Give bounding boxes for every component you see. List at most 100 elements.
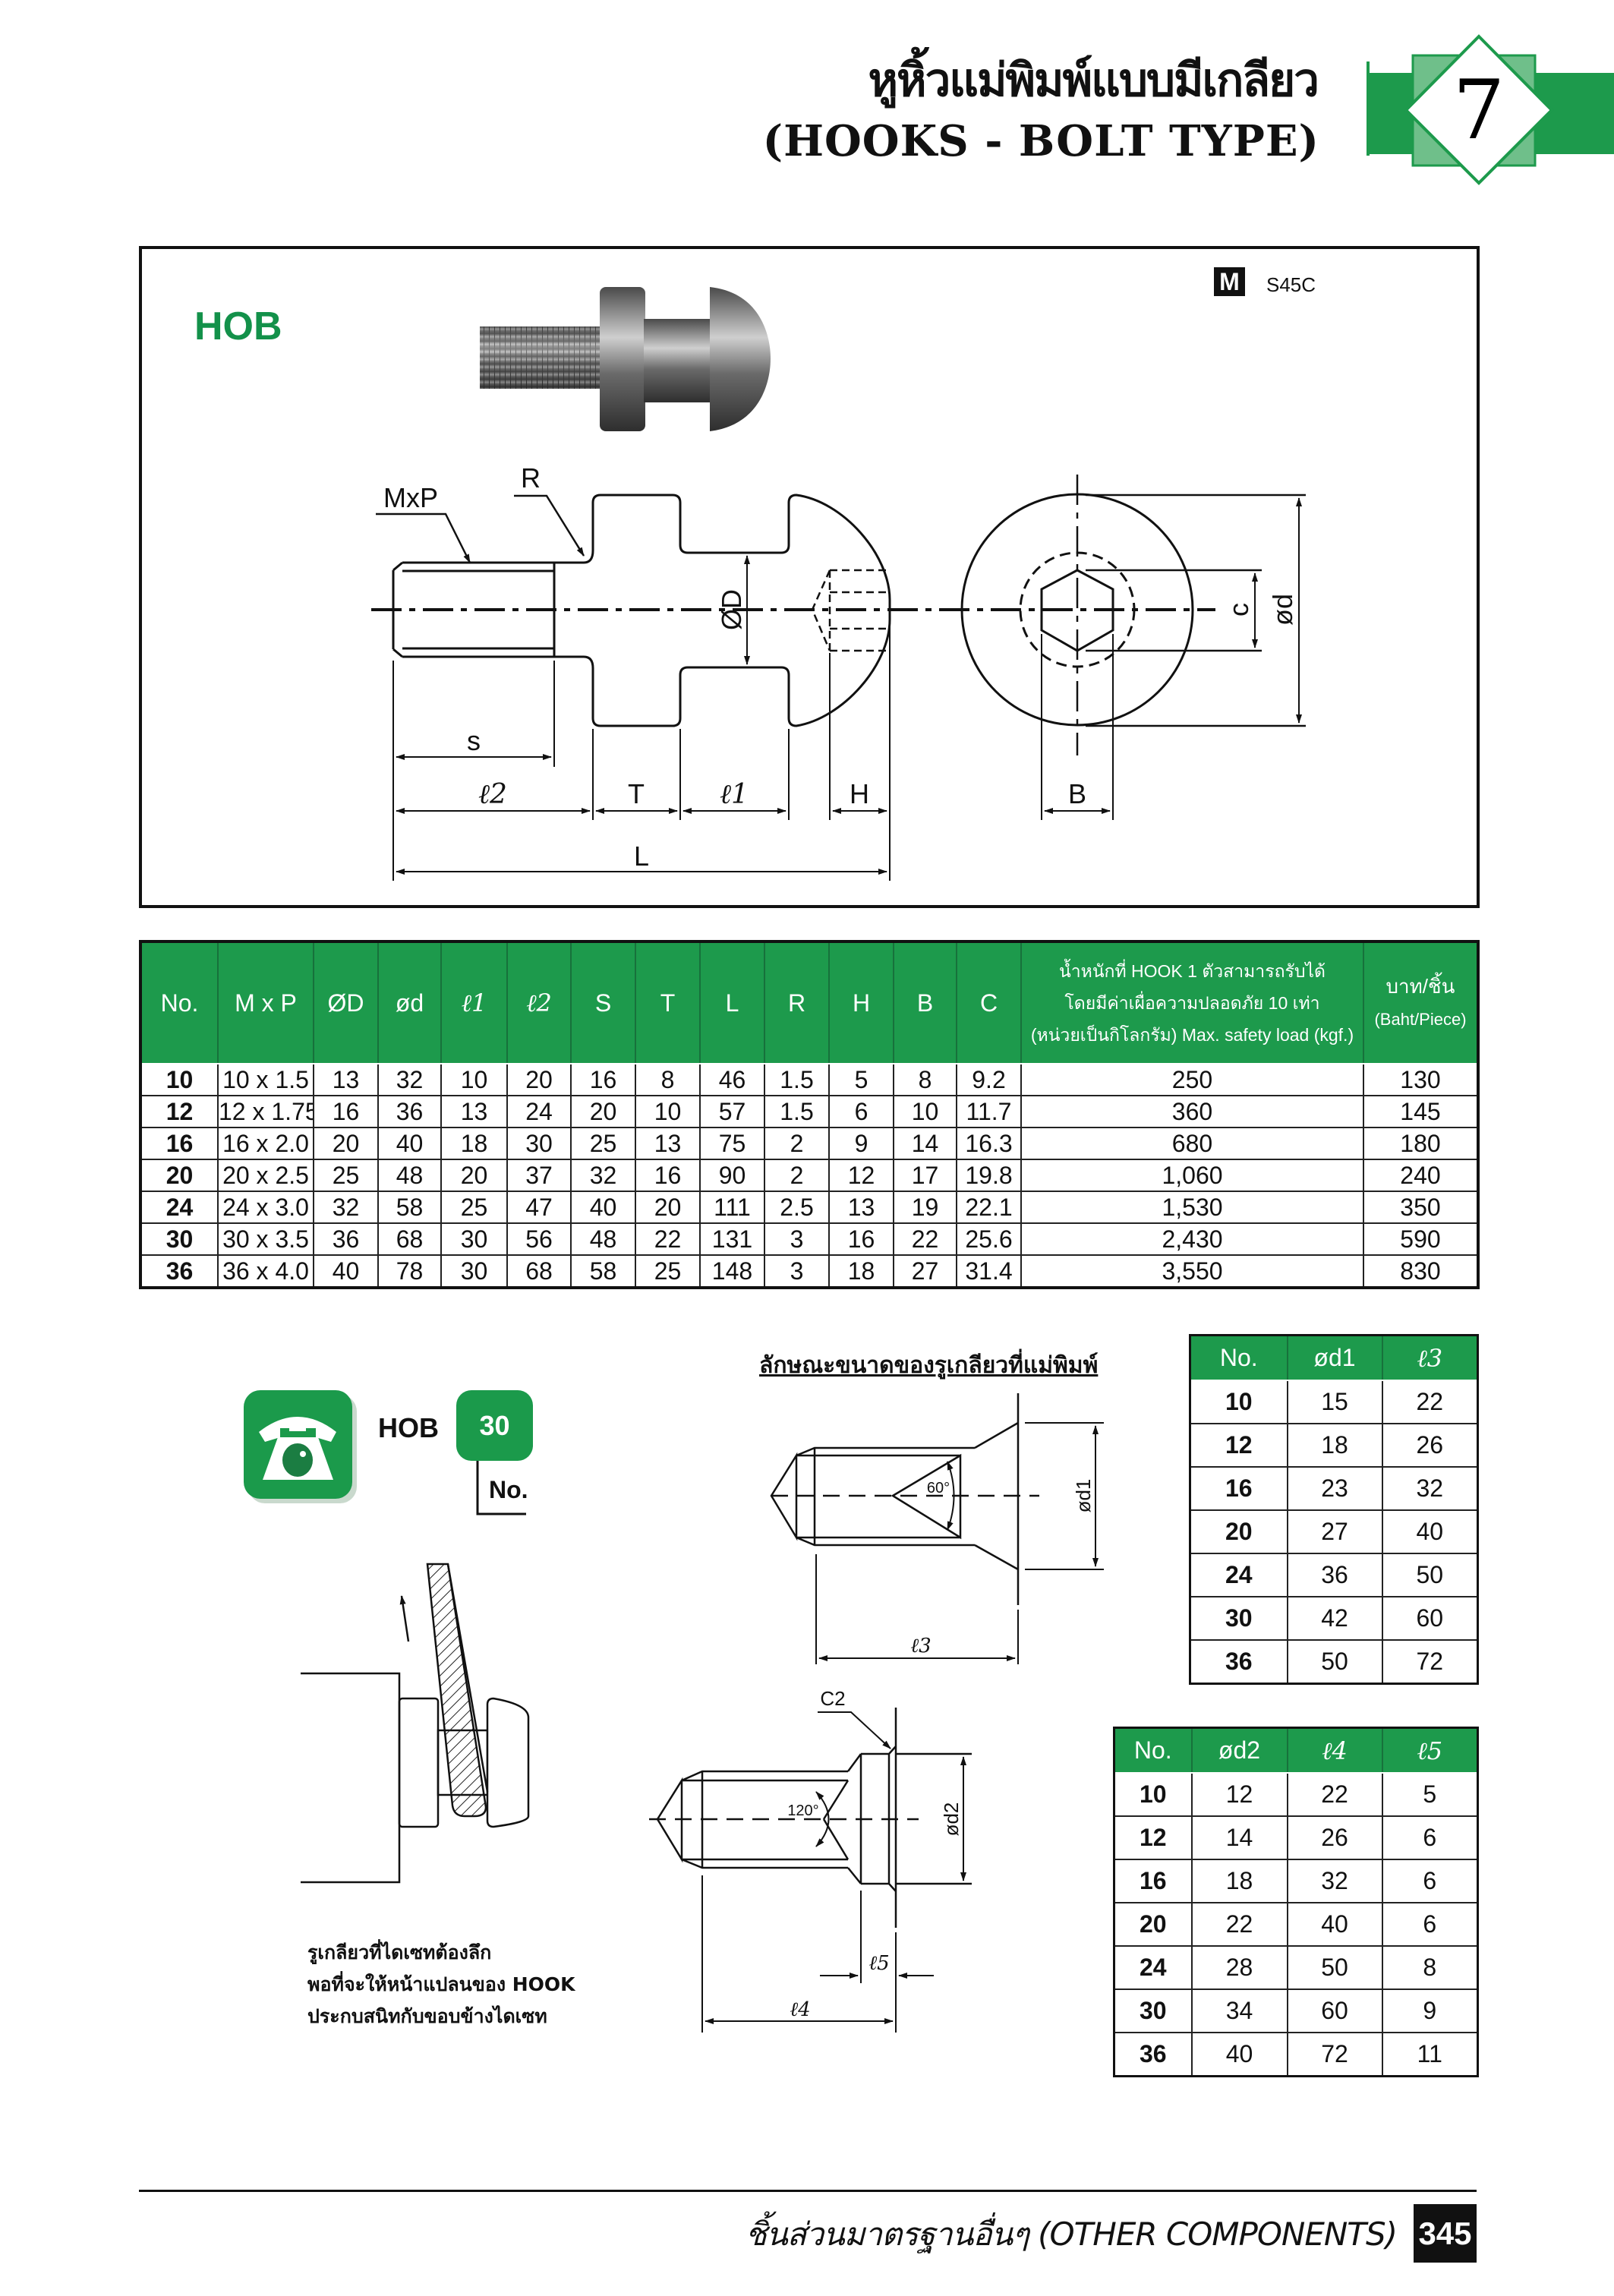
table-cell: 2 [764,1127,830,1160]
column-header: M x P [217,941,314,1064]
table-cell: 30 [140,1222,219,1256]
table-cell: 47 [506,1191,572,1224]
product-code: HOB [194,304,282,348]
table-cell: 16 [570,1063,636,1096]
table-cell: 11 [1381,2032,1479,2077]
table-cell: 20 [506,1063,572,1096]
table-cell: 240 [1363,1159,1479,1192]
table-cell: 25.6 [956,1222,1022,1256]
table-cell: 24 [506,1095,572,1128]
table-cell: 37 [506,1159,572,1192]
label-l3: ℓ3 [910,1635,931,1657]
table-cell: 12 x 1.75 [217,1095,314,1128]
column-header: ℓ2 [506,941,572,1064]
table-cell: 60 [1381,1596,1479,1641]
table-cell: 360 [1020,1095,1364,1128]
column-header: No. [1113,1727,1193,1774]
table-cell: 10 [440,1063,508,1096]
column-header: No. [140,941,219,1064]
label-c2: C2 [820,1687,845,1710]
mold-mounting-drawing [301,1563,530,1884]
column-header: L [699,941,765,1064]
table-cell: 16 [1113,1859,1193,1903]
phone-order-icon [244,1390,352,1499]
table-cell: 2 [764,1159,830,1192]
table-cell: 25 [635,1254,701,1288]
label-angle-60: 60° [927,1480,950,1496]
table-cell: 1,060 [1020,1159,1364,1192]
table-cell: 90 [699,1159,765,1192]
table-cell: 12 [140,1095,219,1128]
table-cell: 27 [1286,1509,1383,1554]
table-cell: 1,530 [1020,1191,1364,1224]
column-header: S [570,941,636,1064]
table-cell: 56 [506,1222,572,1256]
table-cell: 9.2 [956,1063,1022,1096]
table-cell: 26 [1381,1423,1479,1468]
hole-section-heading: ลักษณะขนาดของรูเกลียวที่แม่พิมพ์ [759,1352,1099,1379]
table-cell: 20 [570,1095,636,1128]
table-cell: 590 [1363,1222,1479,1256]
table-cell: 30 [440,1222,508,1256]
table-cell: 22 [1286,1772,1383,1817]
column-header: ℓ3 [1381,1334,1479,1381]
table-cell: 6 [1381,1902,1479,1947]
table-cell: 32 [313,1191,379,1224]
column-header: ød [377,941,442,1064]
table-cell: 20 [635,1191,701,1224]
table-cell: 5 [828,1063,894,1096]
table-cell: 30 [440,1254,508,1288]
hole-labels: 60° ød1 ℓ3 C2 120° ød2 ℓ5 ℓ4 [787,1479,1095,2021]
table-cell: 830 [1363,1254,1479,1288]
table-cell: 5 [1381,1772,1479,1817]
table-cell: 3 [764,1254,830,1288]
mounting-note-line-3: ประกบสนิทกับขอบข้างไดเซท [307,2005,547,2027]
table-cell: 16 x 2.0 [217,1127,314,1160]
table-cell: 60 [1286,1988,1383,2033]
column-header-price: บาท/ชิ้น(Baht/Piece) [1363,941,1479,1064]
table-cell: 13 [313,1063,379,1096]
column-header: T [635,941,701,1064]
table-cell: 9 [1381,1988,1479,2033]
table-cell: 10 [140,1063,219,1096]
table-cell: 40 [570,1191,636,1224]
label-angle-120: 120° [787,1802,818,1819]
table-cell: 36 [313,1222,379,1256]
table-cell: 16 [635,1159,701,1192]
table-cell: 111 [699,1191,765,1224]
table-cell: 20 [1113,1902,1193,1947]
table-cell: 28 [1190,1945,1288,1990]
column-header: ℓ1 [440,941,508,1064]
table-cell: 50 [1286,1945,1383,1990]
table-cell: 24 [1113,1945,1193,1990]
table-cell: 78 [377,1254,442,1288]
table-cell: 30 [1113,1988,1193,2033]
section-number: 7 [1453,63,1505,158]
table-cell: 250 [1020,1063,1364,1096]
table-cell: 20 x 2.5 [217,1159,314,1192]
table-cell: 20 [1189,1509,1288,1554]
table-cell: 75 [699,1127,765,1160]
material-badge: M [1214,267,1245,296]
table-cell: 48 [570,1222,636,1256]
table-cell: 3 [764,1222,830,1256]
table-cell: 30 x 3.5 [217,1222,314,1256]
table-cell: 32 [1286,1859,1383,1903]
column-header: B [893,941,957,1064]
table-cell: 19.8 [956,1159,1022,1192]
table-cell: 22 [635,1222,701,1256]
price-header-line: (Baht/Piece) [1374,1010,1467,1029]
table-cell: 16.3 [956,1127,1022,1160]
table-cell: 50 [1286,1639,1383,1685]
table-cell: 2.5 [764,1191,830,1224]
